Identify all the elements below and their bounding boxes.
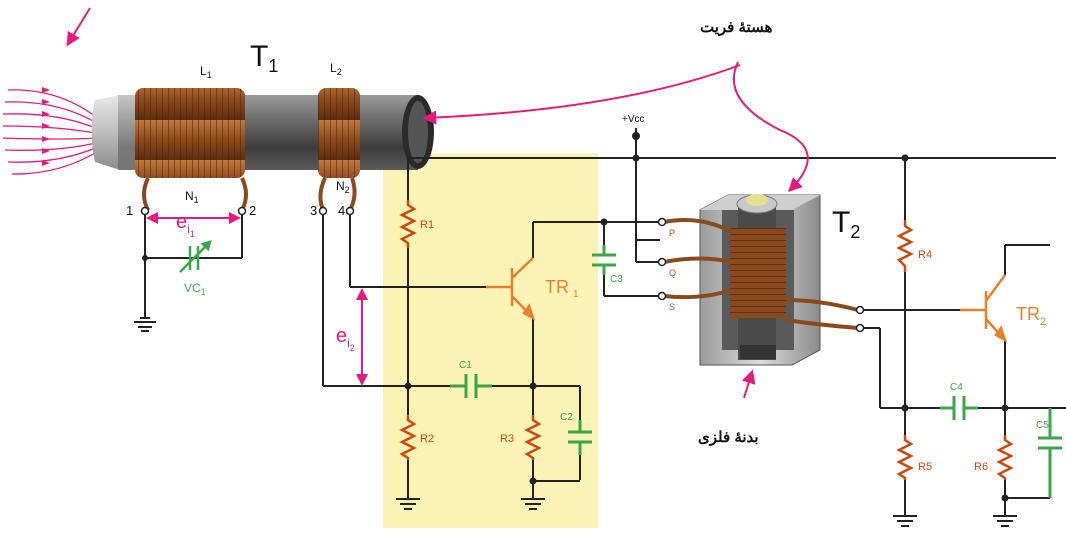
ferrite-core-label: هستهٔ فریت — [700, 19, 772, 36]
vcc-label: +Vcc — [622, 114, 645, 125]
pin-1: 1 — [126, 203, 133, 218]
q-label: Q — [669, 268, 676, 278]
pin-2: 2 — [249, 203, 256, 218]
r2-label: R2 — [420, 433, 434, 445]
p-label: P — [669, 228, 675, 238]
ei1-label: ei1 — [176, 211, 195, 239]
s-label: S — [669, 302, 675, 312]
highlight-region — [383, 153, 598, 528]
c4-label: C4 — [950, 382, 963, 393]
ground-symbols — [396, 498, 1017, 527]
coil-l1 — [135, 88, 245, 178]
c5-label: C5 — [1036, 420, 1049, 431]
t1-label: T1 — [250, 40, 278, 76]
c1-label: C1 — [459, 360, 472, 371]
pin-3: 3 — [310, 203, 317, 218]
variable-capacitor-vc1 — [179, 240, 212, 273]
vc1-label: VC1 — [184, 281, 206, 297]
pin-4: 4 — [338, 203, 345, 218]
r5-label: R5 — [918, 461, 932, 473]
t2-label: T2 — [832, 206, 860, 242]
ei2-label: ei2 — [336, 325, 355, 353]
r3-label: R3 — [500, 433, 514, 445]
l2-label: L2 — [330, 61, 342, 77]
transistor-tr1 — [486, 257, 536, 321]
n2-label: N2 — [336, 179, 350, 195]
magnetic-field-lines — [2, 89, 101, 175]
n1-label: N1 — [185, 189, 199, 205]
capacitors — [450, 245, 1062, 498]
r6-label: R6 — [974, 461, 988, 473]
coil-l2 — [318, 88, 360, 178]
r1-label: R1 — [420, 219, 434, 231]
l1-label: L1 — [200, 64, 212, 80]
tr2-label: TR2 — [1016, 304, 1046, 328]
transistor-tr2 — [960, 274, 1008, 343]
resistors — [399, 200, 1014, 480]
metal-body-label: بدنهٔ فلزی — [698, 429, 759, 446]
c3-label: C3 — [610, 274, 623, 285]
t2-transformer — [699, 194, 821, 366]
c2-label: C2 — [560, 412, 573, 423]
r4-label: R4 — [918, 249, 932, 261]
